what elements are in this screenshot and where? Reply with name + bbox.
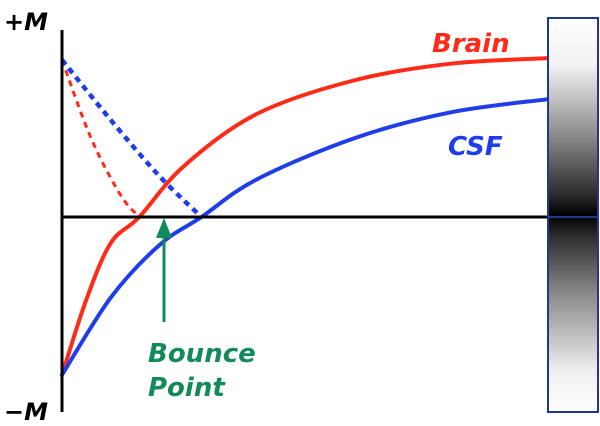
series-brain-magnitude-dashed-line — [60, 59, 141, 219]
y-axis-bottom-tick-label: −M — [4, 398, 48, 426]
bounce-point-arrowhead — [156, 218, 172, 238]
grayscale-bar-fill — [547, 17, 599, 413]
grayscale-intensity-bar — [547, 17, 599, 413]
series-label-brain: Brain — [432, 29, 510, 59]
dashed-curves-layer — [60, 58, 204, 219]
series-csf-magnitude-dashed-line — [60, 58, 204, 219]
signed-curves-layer — [60, 56, 550, 377]
bounce-point-annotation: Bounce Point — [148, 218, 256, 403]
series-label-csf: CSF — [448, 132, 503, 162]
series-csf-signed-line — [60, 97, 550, 377]
series-brain-signed-line — [60, 56, 550, 377]
annotation-line-2: Point — [148, 373, 226, 403]
annotation-line-1: Bounce — [148, 339, 256, 369]
y-axis-top-tick-label: +M — [4, 8, 48, 36]
